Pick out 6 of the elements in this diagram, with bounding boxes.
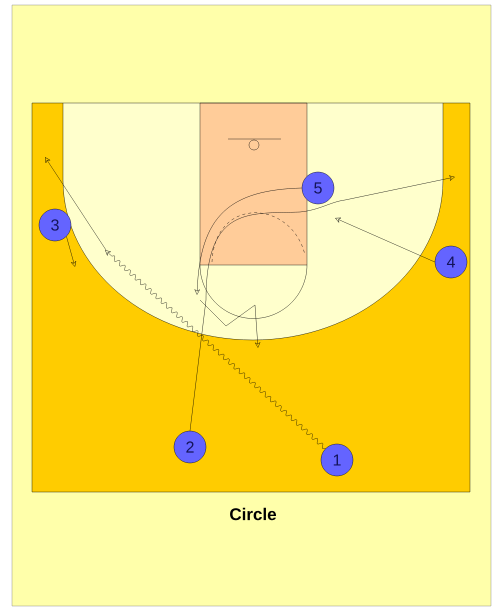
- movement-arrow: [105, 250, 326, 449]
- title: Circle: [230, 508, 276, 520]
- movement-arrow: [66, 236, 76, 267]
- movement-arrow: [190, 175, 455, 431]
- movement-arrow: [335, 218, 435, 262]
- movement-arrow: [194, 188, 302, 295]
